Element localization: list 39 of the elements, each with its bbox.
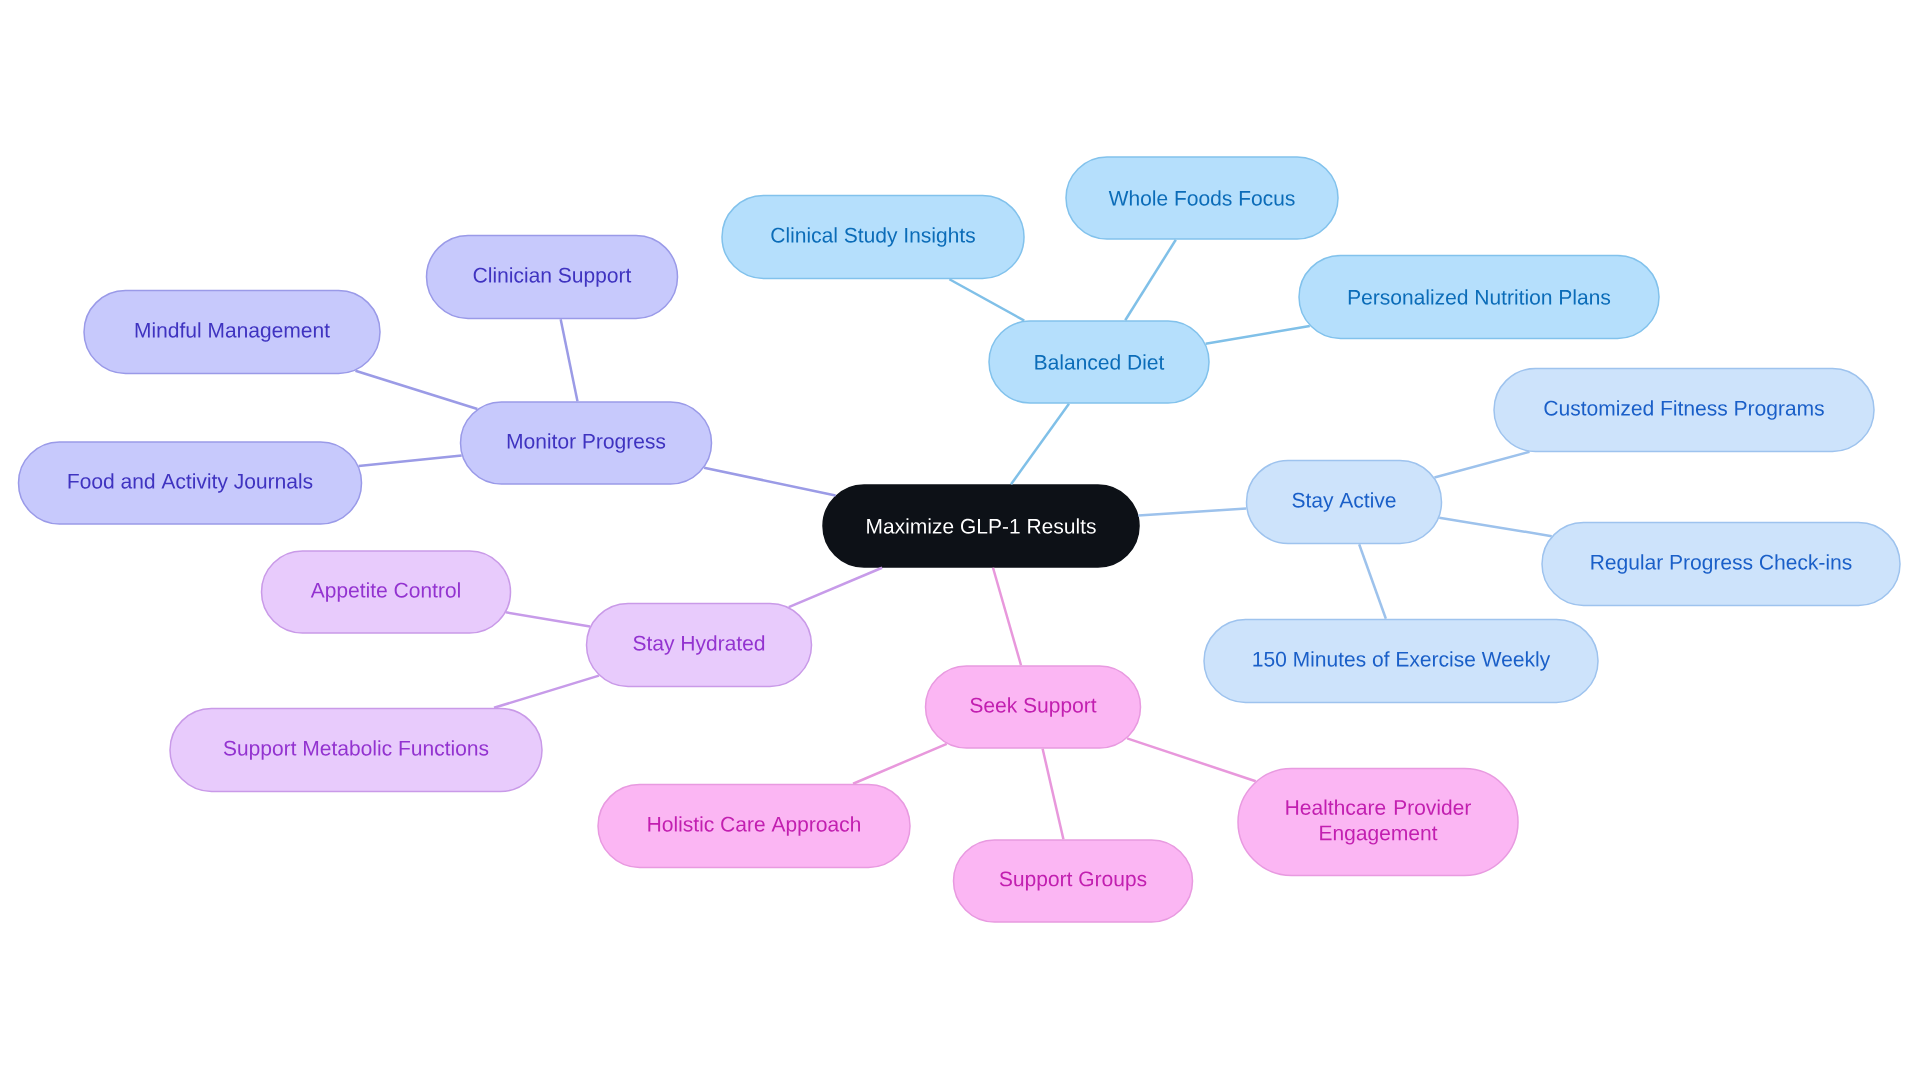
connector-line — [703, 466, 836, 497]
subtopic-box: 150 Minutes of Exercise Weekly — [1203, 618, 1599, 704]
central-topic-box: Maximize GLP-1 Results — [822, 484, 1140, 568]
connector-line — [1358, 543, 1388, 620]
connector-line — [1205, 324, 1310, 345]
subtopic-box: Support Groups — [952, 839, 1194, 923]
connector-line — [493, 674, 600, 709]
subtopic-box: Appetite Control — [260, 550, 512, 634]
connector-line — [1041, 748, 1065, 840]
connector-line — [1434, 450, 1530, 479]
subtopic-box: Food and Activity Journals — [17, 441, 363, 525]
connector-line — [1010, 403, 1070, 485]
connector-line — [1126, 737, 1257, 783]
topic-box: Stay Hydrated — [585, 602, 813, 688]
topic-box: Monitor Progress — [459, 401, 713, 485]
connector-line — [852, 742, 948, 785]
subtopic-box: Holistic Care Approach — [597, 783, 911, 869]
subtopic-box: Customized Fitness Programs — [1493, 367, 1875, 453]
connector-line — [505, 611, 591, 628]
topic-box: Seek Support — [924, 665, 1142, 749]
subtopic-box: Personalized Nutrition Plans — [1298, 254, 1660, 340]
subtopic-box: Regular Progress Check-ins — [1541, 521, 1901, 607]
subtopic-box: Whole Foods Focus — [1065, 156, 1339, 240]
connector-line — [788, 566, 883, 609]
subtopic-box: Support Metabolic Functions — [169, 707, 543, 793]
connector-line — [948, 278, 1025, 322]
connector-line — [1124, 239, 1177, 321]
subtopic-box: Clinician Support — [425, 234, 679, 320]
topic-box: Stay Active — [1245, 459, 1443, 545]
connector-line — [355, 369, 478, 411]
connector-line — [358, 454, 462, 468]
connector-line — [1439, 516, 1552, 538]
subtopic-box: Mindful Management — [83, 289, 381, 375]
subtopic-box: Healthcare Provider Engagement — [1237, 767, 1519, 877]
subtopic-box: Clinical Study Insights — [721, 194, 1025, 280]
connector-line — [1138, 507, 1247, 517]
connector-line — [991, 567, 1023, 666]
topic-box: Balanced Diet — [988, 320, 1210, 404]
connector-line — [559, 319, 579, 402]
